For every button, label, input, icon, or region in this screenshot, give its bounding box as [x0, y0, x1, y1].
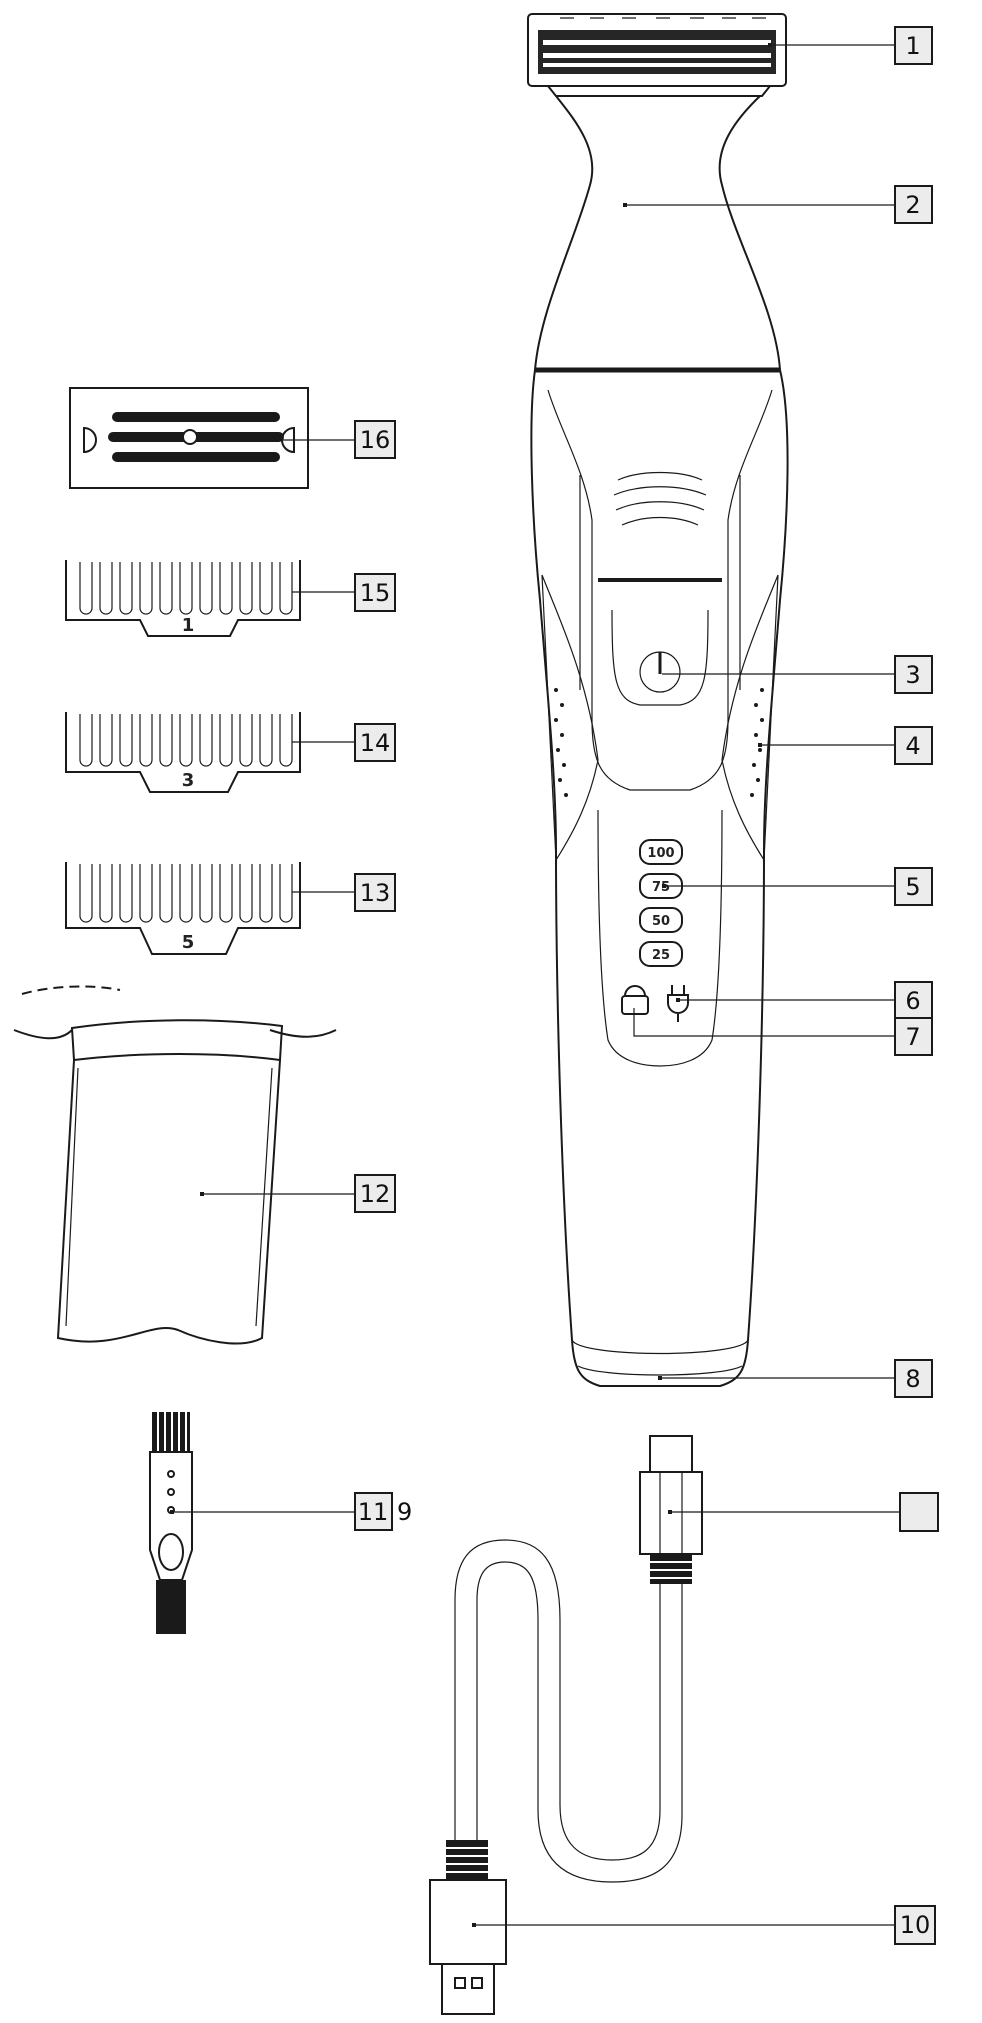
battery-level-indicators: 100 75 50 25 — [639, 839, 683, 967]
svg-text:15: 15 — [360, 579, 391, 607]
svg-text:1: 1 — [905, 32, 920, 60]
callout-8: 8 — [894, 1359, 933, 1398]
cleaning-brush — [149, 1412, 193, 1634]
level-indicator-50: 50 — [639, 907, 683, 933]
callout-1: 1 — [894, 26, 933, 65]
level-indicator-100: 100 — [639, 839, 683, 865]
callout-6: 6 — [894, 981, 933, 1020]
svg-text:1: 1 — [182, 615, 195, 636]
guide-comb-5: 5 — [65, 862, 301, 955]
power-button[interactable] — [611, 609, 709, 706]
trimmer-body: 100 75 50 25 — [527, 13, 789, 1387]
svg-text:14: 14 — [360, 729, 391, 757]
svg-text:11: 11 — [358, 1498, 389, 1526]
shaver-head-guard — [69, 387, 309, 489]
usb-cable — [429, 1435, 703, 2015]
level-indicator-25: 25 — [639, 941, 683, 967]
callout-9-empty — [899, 1492, 939, 1532]
callout-16: 16 — [354, 420, 396, 459]
svg-text:8: 8 — [905, 1365, 920, 1393]
svg-text:3: 3 — [182, 770, 195, 791]
svg-text:13: 13 — [360, 879, 391, 907]
svg-text:2: 2 — [905, 191, 920, 219]
leader-lines — [170, 43, 900, 1927]
guide-comb-3: 3 — [65, 712, 301, 793]
callout-4: 4 — [894, 726, 933, 765]
usb-c-connector — [639, 1435, 703, 1584]
svg-text:50: 50 — [652, 914, 670, 929]
svg-text:25: 25 — [652, 948, 670, 963]
svg-text:7: 7 — [905, 1023, 920, 1051]
handle-outline — [530, 369, 789, 1387]
svg-text:75: 75 — [652, 880, 670, 895]
callout-3: 3 — [894, 655, 933, 694]
callout-14: 14 — [354, 723, 396, 762]
front-panel — [547, 389, 773, 791]
svg-text:100: 100 — [647, 846, 674, 861]
right-grip — [721, 574, 779, 862]
svg-text:3: 3 — [905, 661, 920, 689]
guide-comb-1: 1 — [65, 560, 301, 637]
callout-11: 11 9 — [354, 1492, 412, 1531]
svg-text:6: 6 — [905, 987, 920, 1015]
indicator-panel — [597, 809, 723, 1067]
plug-icon — [667, 985, 689, 1022]
callout-15: 15 — [354, 573, 396, 612]
svg-text:12: 12 — [360, 1180, 391, 1208]
callout-12: 12 — [354, 1174, 396, 1213]
svg-text:10: 10 — [900, 1911, 931, 1939]
svg-text:4: 4 — [905, 732, 920, 760]
svg-text:5: 5 — [905, 873, 920, 901]
callout-7: 7 — [894, 1017, 933, 1056]
callout-10: 10 — [894, 1905, 936, 1945]
callout-5: 5 — [894, 867, 933, 906]
usb-a-connector — [429, 1840, 507, 2015]
body-neck — [533, 95, 782, 371]
storage-pouch — [13, 985, 337, 1345]
cable-wire — [454, 1539, 683, 1883]
callout-13: 13 — [354, 873, 396, 912]
svg-text:16: 16 — [360, 426, 391, 454]
base-ring — [571, 1339, 749, 1376]
svg-text:5: 5 — [182, 932, 195, 953]
shaver-head — [527, 13, 787, 97]
stray-label-9: 9 — [397, 1498, 412, 1526]
lock-icon — [621, 985, 649, 1015]
left-grip — [541, 574, 599, 862]
callout-2: 2 — [894, 185, 933, 224]
